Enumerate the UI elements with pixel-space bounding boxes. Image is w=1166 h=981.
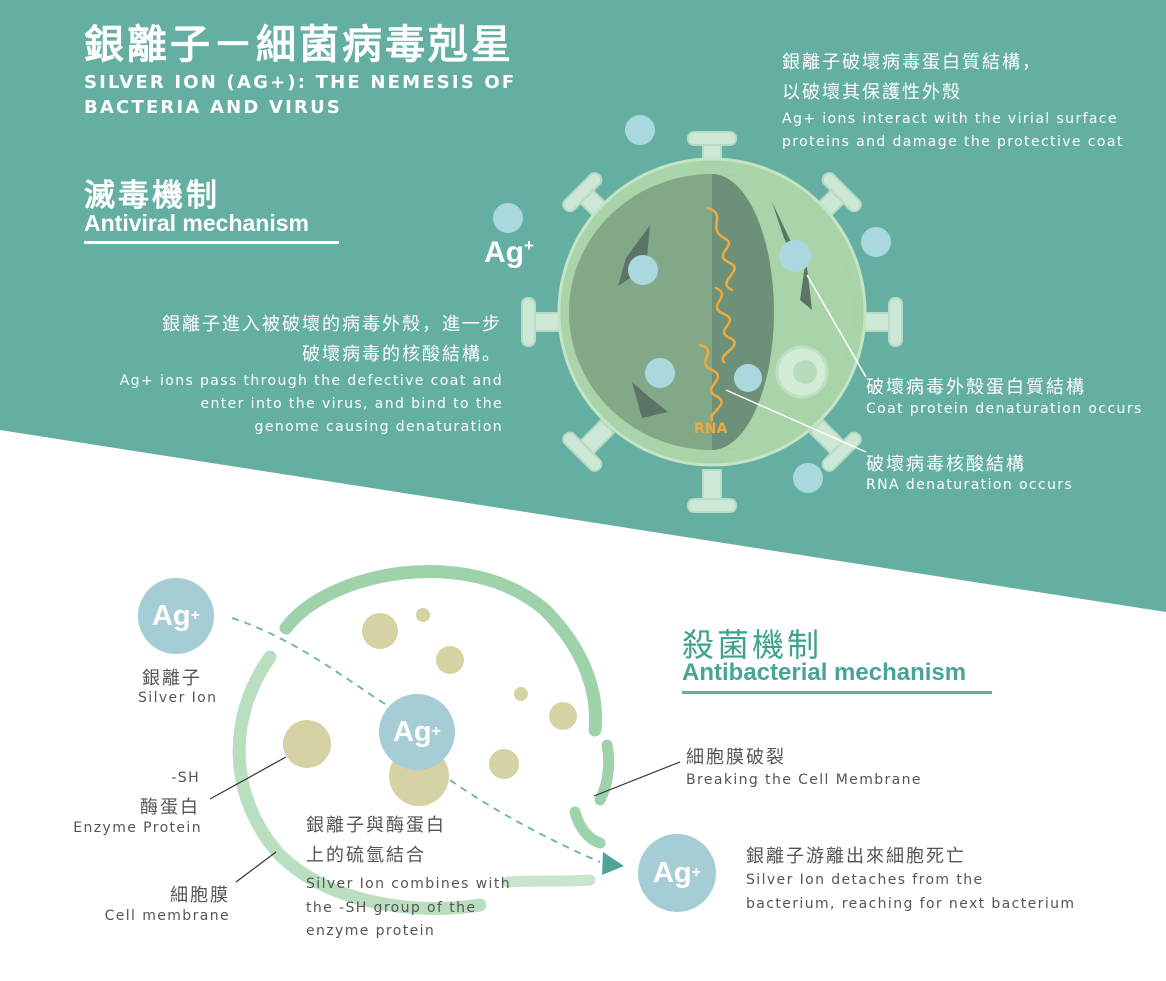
silver-ion-en: Silver Ion (138, 690, 218, 706)
combine-en-2: the -SH group of the (306, 900, 477, 916)
silver-ion-dots (493, 115, 891, 493)
virus (493, 115, 903, 513)
combine-en-1: Silver Ion combines with (306, 876, 511, 892)
left-note-en-1: Ag+ ions pass through the defective coat… (119, 373, 503, 389)
left-note-zh-2: 破壞病毒的核酸結構。 (302, 344, 502, 365)
detach-zh: 銀離子游離出來細胞死亡 (746, 846, 966, 867)
detach-en-1: Silver Ion detaches from the (746, 872, 984, 888)
detach-en-2: bacterium, reaching for next bacterium (746, 896, 1076, 912)
combine-zh-2: 上的硫氫結合 (306, 845, 426, 866)
virus-coat-hole (775, 345, 829, 399)
rna-label: RNA (694, 421, 728, 437)
virus-ion-symbol: Ag (484, 236, 524, 269)
left-note-zh-1: 銀離子進入被破壞的病毒外殼，進一步 (162, 314, 502, 335)
membrane-fragment-lower (569, 806, 606, 849)
rna-strand (698, 206, 736, 422)
main-title: 銀離子－細菌病毒剋星 (84, 22, 514, 68)
antibacterial-heading-zh: 殺菌機制 (682, 626, 823, 664)
antibacterial-heading-en: Antibacterial mechanism (682, 659, 967, 686)
ion-bubble-symbol: Ag (392, 715, 432, 748)
bacterium-leader-lines (209, 756, 681, 883)
top-note-zh-2: 以破壞其保護性外殼 (782, 82, 962, 103)
coat-note-zh: 破壞病毒外殼蛋白質結構 (866, 377, 1086, 398)
enzyme-zh: 酶蛋白 (140, 797, 200, 818)
cell-membrane-left-arc (232, 650, 487, 915)
ion-bubble-charge: + (431, 723, 441, 740)
top-note-zh-1: 銀離子破壞病毒蛋白質結構， (782, 52, 1042, 73)
top-note-en-1: Ag+ ions interact with the virial surfac… (782, 111, 1119, 127)
virus-ion-label: Ag+ (484, 236, 534, 270)
ion-bubble-charge: + (190, 607, 200, 624)
virus-leader-lines (725, 274, 867, 453)
combine-zh-1: 銀離子與酶蛋白 (306, 815, 446, 836)
membrane-fragment-right (594, 739, 615, 806)
main-subtitle: SILVER ION (AG+): THE NEMESIS OF BACTERI… (84, 72, 517, 118)
antiviral-heading-underline (84, 241, 339, 244)
antiviral-heading-zh: 滅毒機制 (84, 178, 220, 214)
cell-membrane-top-arc (279, 565, 603, 737)
membrane-en: Cell membrane (104, 908, 230, 924)
coat-note-en: Coat protein denaturation occurs (866, 401, 1143, 417)
silver-ion-bubble-start: Ag+ (138, 578, 214, 654)
silver-ion-bubble-released: Ag+ (638, 834, 716, 912)
silver-ion-bubble-bound: Ag+ (379, 694, 455, 770)
breaking-zh: 細胞膜破裂 (686, 747, 786, 768)
antiviral-heading-en: Antiviral mechanism (84, 210, 309, 236)
membrane-zh: 細胞膜 (170, 885, 230, 906)
ion-bubble-symbol: Ag (151, 599, 191, 632)
ion-bubble-symbol: Ag (652, 856, 692, 889)
top-note-en-2: proteins and damage the protective coat (782, 134, 1124, 150)
virus-spikes (521, 131, 903, 513)
virus-ion-charge: + (524, 236, 534, 255)
rna-note-en: RNA denaturation occurs (866, 477, 1074, 493)
breaking-en: Breaking the Cell Membrane (686, 772, 922, 788)
ion-bubble-charge: + (691, 864, 701, 881)
antibacterial-heading-underline (682, 691, 992, 694)
silver-ion-zh: 銀離子 (142, 668, 202, 689)
left-note-en-3: genome causing denaturation (254, 419, 503, 435)
membrane-fragment-bottom (502, 874, 596, 888)
combine-en-3: enzyme protein (306, 923, 436, 939)
enzyme-code: -SH (171, 770, 200, 786)
enzyme-en: Enzyme Protein (73, 820, 202, 836)
rna-note-zh: 破壞病毒核酸結構 (866, 454, 1026, 475)
ion-path-arrowhead (602, 852, 624, 875)
ion-path-dashed (231, 617, 601, 863)
left-note-en-2: enter into the virus, and bind to the (200, 396, 503, 412)
